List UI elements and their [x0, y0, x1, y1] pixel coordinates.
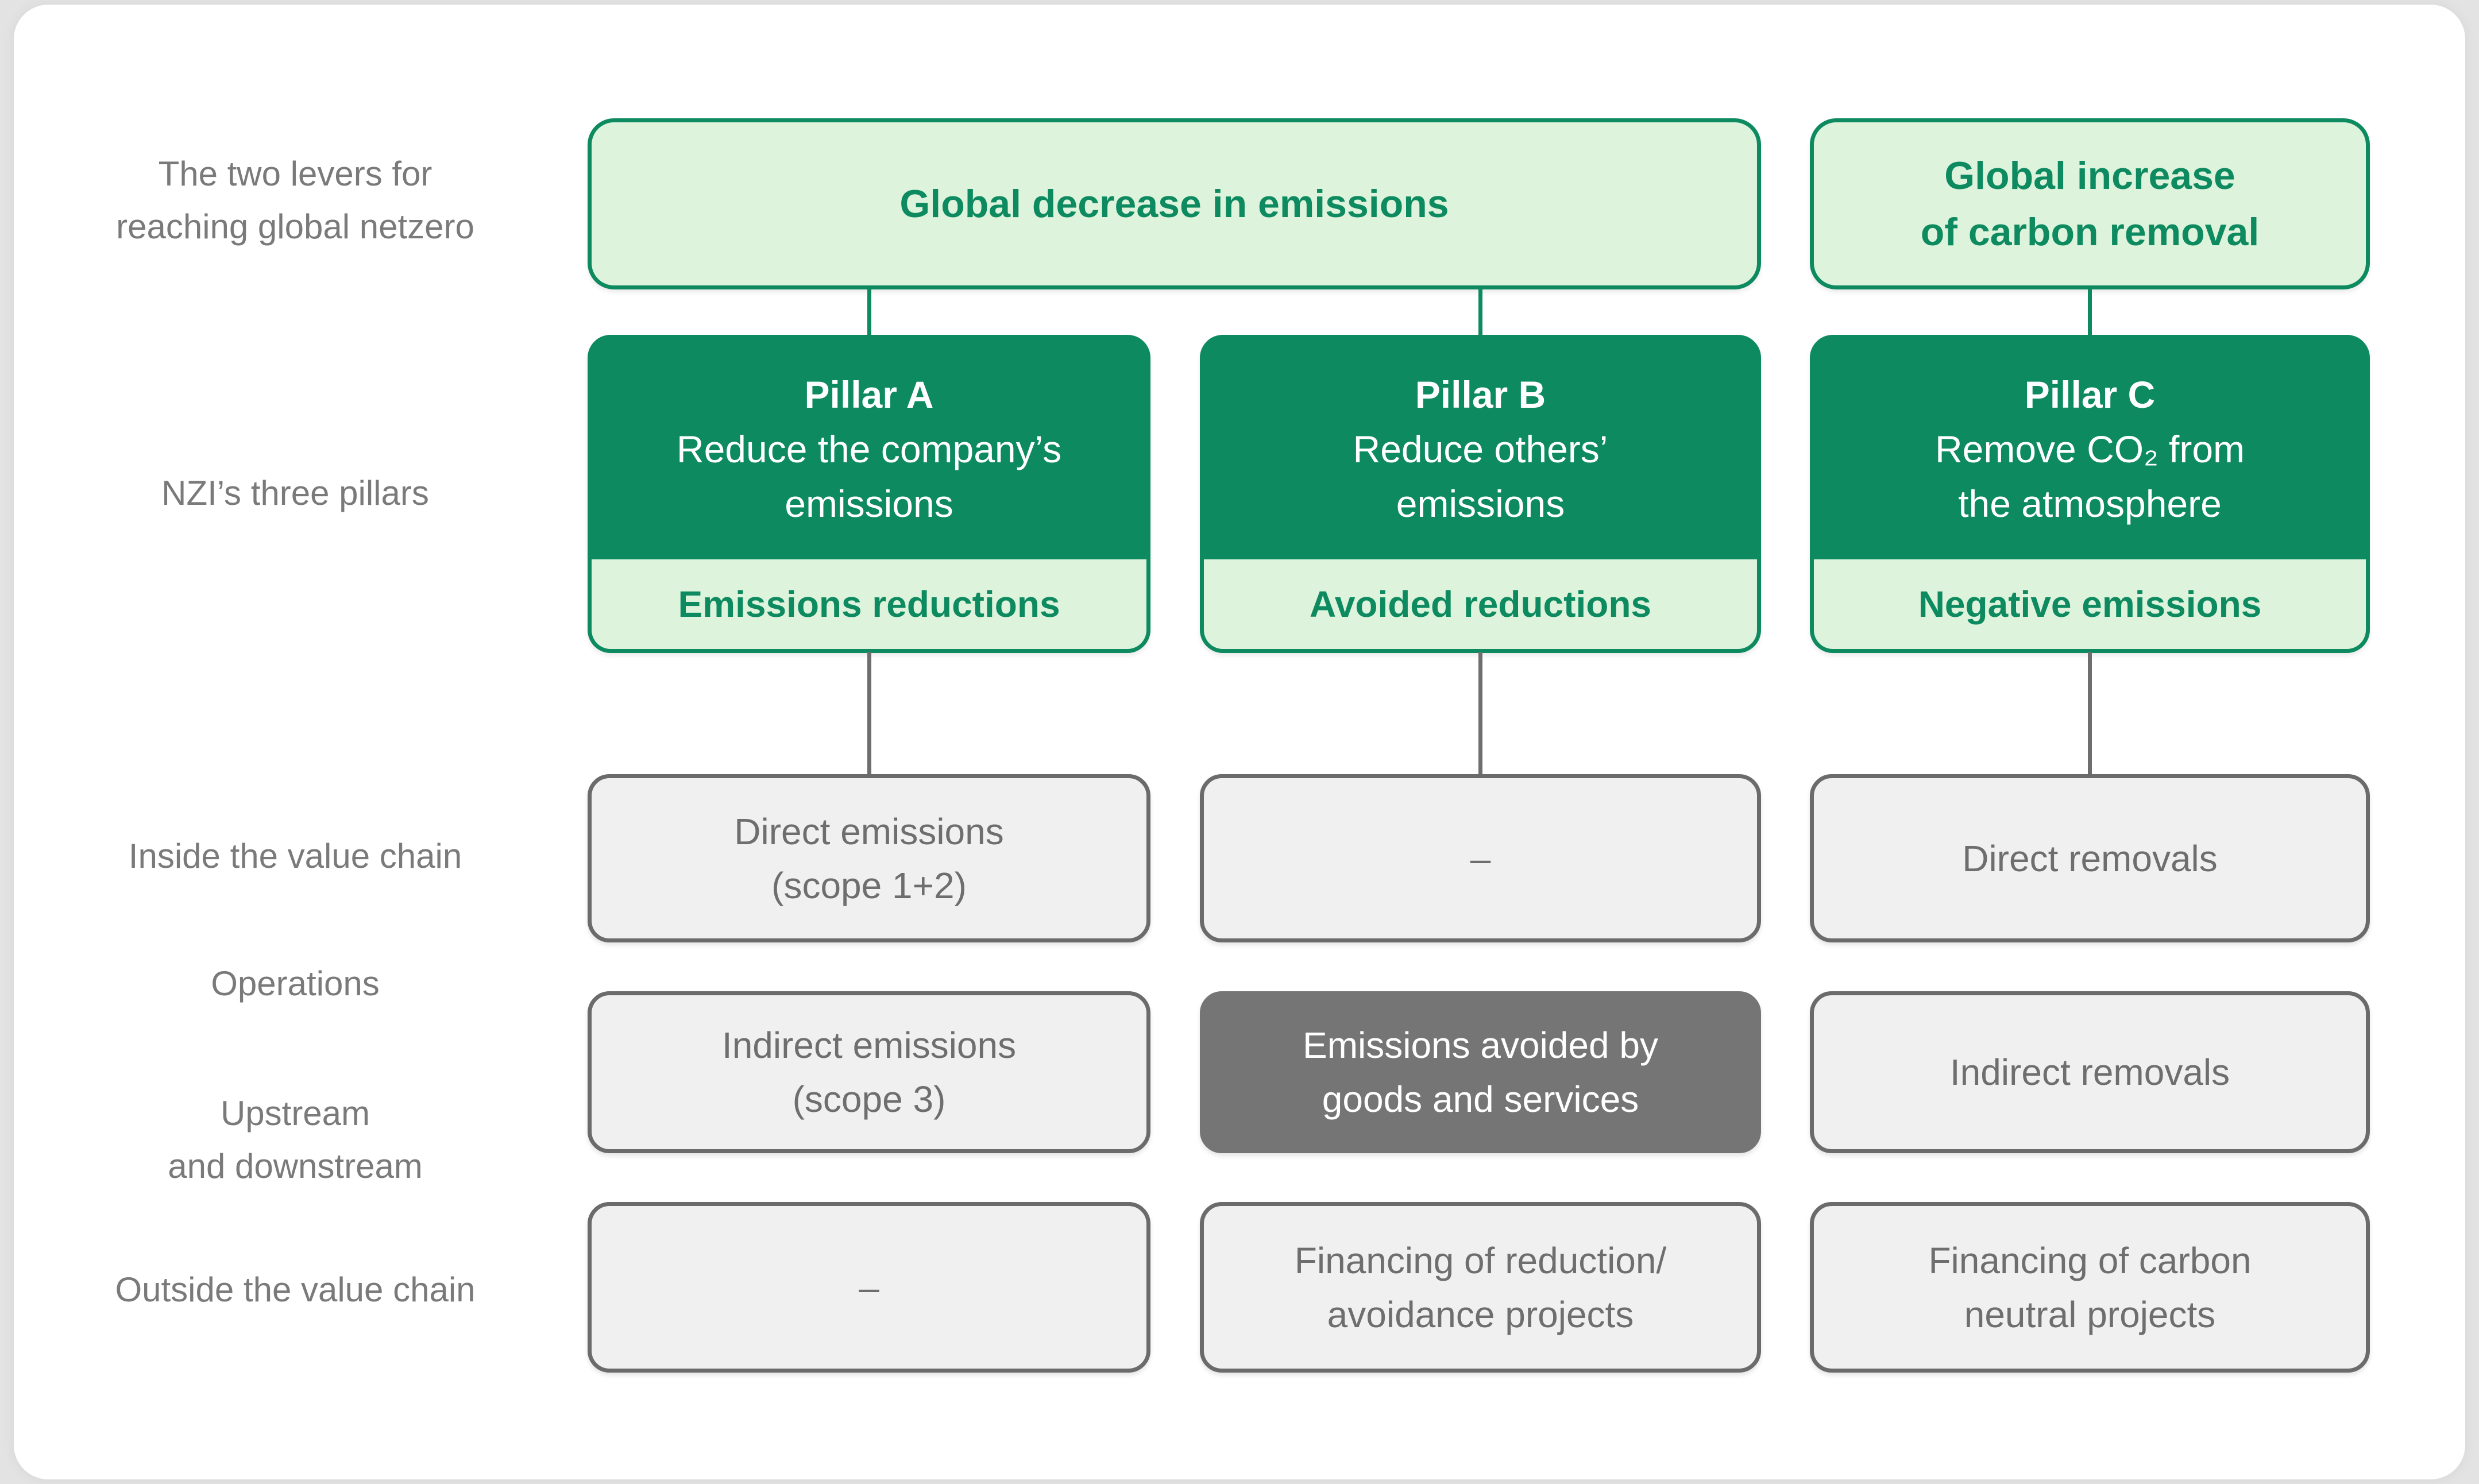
connector-line-pillar-b-row1: [1478, 652, 1482, 774]
label-inside-value-chain: Inside the value chain: [128, 837, 462, 875]
pillar-a-band: Emissions reductions: [592, 559, 1146, 649]
cell-row3-pillar-b-financing-reduction: Financing of reduction/avoidance project…: [1200, 1202, 1761, 1373]
connector-line-pillar-a-row1: [867, 652, 871, 774]
label-outside-value-chain: Outside the value chain: [115, 1270, 476, 1309]
pillar-b-subtitle: Reduce others’emissions: [1353, 427, 1608, 525]
pillar-a-title: Pillar A: [804, 373, 934, 416]
lever-box-global-decrease: Global decrease in emissions: [588, 118, 1761, 289]
connector-line-lever-pillar-c: [2088, 287, 2092, 336]
label-three-pillars: NZI’s three pillars: [161, 474, 429, 512]
cell-row3-pillar-a-dash: –: [588, 1202, 1150, 1373]
cell-row2-pillar-a-indirect-emissions: Indirect emissions(scope 3): [588, 991, 1150, 1153]
pillar-b-band: Avoided reductions: [1204, 559, 1757, 649]
connector-line-pillar-c-row1: [2088, 652, 2092, 774]
pillar-c-title: Pillar C: [2024, 373, 2156, 416]
cell-row2-pillar-c-indirect-removals: Indirect removals: [1810, 991, 2370, 1153]
pillar-c-band: Negative emissions: [1814, 559, 2366, 649]
cell-row1-pillar-a-direct-emissions: Direct emissions(scope 1+2): [588, 774, 1150, 942]
pillar-box-b: Pillar B Reduce others’emissions Avoided…: [1200, 335, 1761, 653]
connector-line-lever-pillar-b: [1478, 287, 1482, 336]
cell-row1-pillar-b-dash: –: [1200, 774, 1761, 942]
connector-line-lever-pillar-a: [867, 287, 871, 336]
pillar-b-title: Pillar B: [1415, 373, 1546, 416]
pillar-b-header: Pillar B Reduce others’emissions: [1204, 339, 1757, 559]
label-operations: Operations: [211, 964, 380, 1003]
cell-row1-pillar-c-direct-removals: Direct removals: [1810, 774, 2370, 942]
